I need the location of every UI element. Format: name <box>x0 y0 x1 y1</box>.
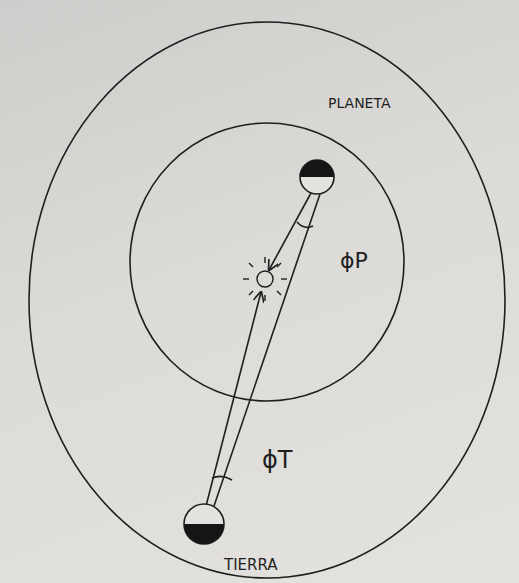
planet-symbol <box>300 160 334 194</box>
sun-symbol <box>243 257 287 301</box>
earth-sun-line <box>206 292 261 506</box>
angle-label: ϕT <box>260 446 295 474</box>
planet-sun-line <box>269 193 311 270</box>
earth-planet-line <box>214 194 320 506</box>
angle-label: ϕP <box>338 248 370 274</box>
earth-label: TIERRA <box>222 556 280 575</box>
earth-symbol <box>184 504 224 544</box>
angle-arc-earth <box>212 476 232 480</box>
outer-orbit <box>29 22 505 578</box>
planet-label: PLANETA <box>326 95 393 112</box>
angle-arc-planet <box>297 222 313 227</box>
inner-orbit <box>130 123 404 401</box>
